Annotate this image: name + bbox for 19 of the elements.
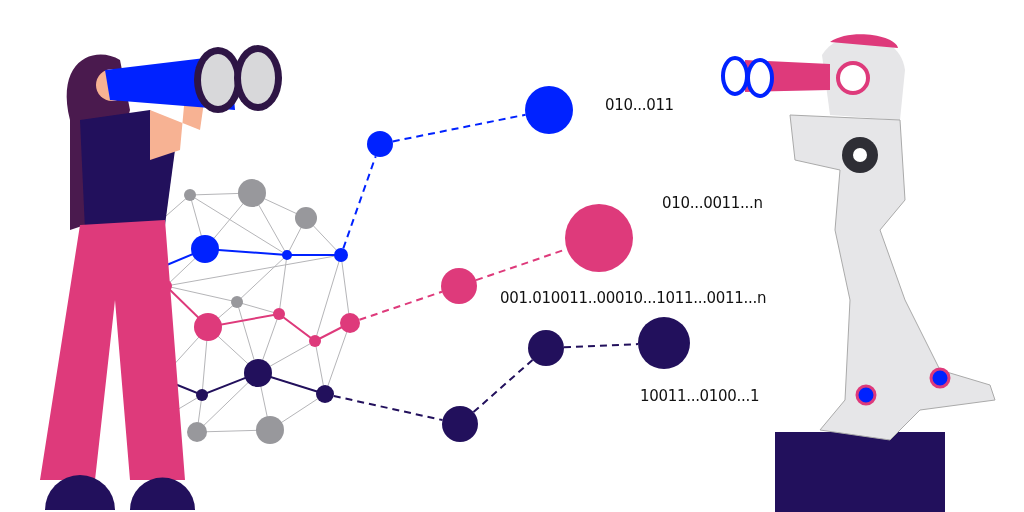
circle-node <box>441 268 477 304</box>
circle-node <box>340 313 360 333</box>
circle-node <box>525 86 573 134</box>
circle-node <box>334 248 348 262</box>
dashed-connector <box>358 290 443 321</box>
binary-code-label: 10011...0100...1 <box>640 387 760 405</box>
dashed-connector <box>563 343 639 349</box>
dashed-connector <box>472 358 534 414</box>
circle-node <box>442 406 478 442</box>
dashed-connector <box>332 394 444 422</box>
binary-code-label: 010...0011...n <box>662 194 763 212</box>
circle-node <box>528 330 564 366</box>
binary-code-label: 001.010011..00010...1011...0011...n <box>500 289 767 307</box>
circle-node <box>367 131 393 157</box>
binary-code-label: 010...011 <box>605 96 674 114</box>
circle-node <box>316 385 334 403</box>
circle-node <box>638 317 690 369</box>
dashed-connector <box>391 113 527 143</box>
dashed-connector <box>342 155 377 250</box>
